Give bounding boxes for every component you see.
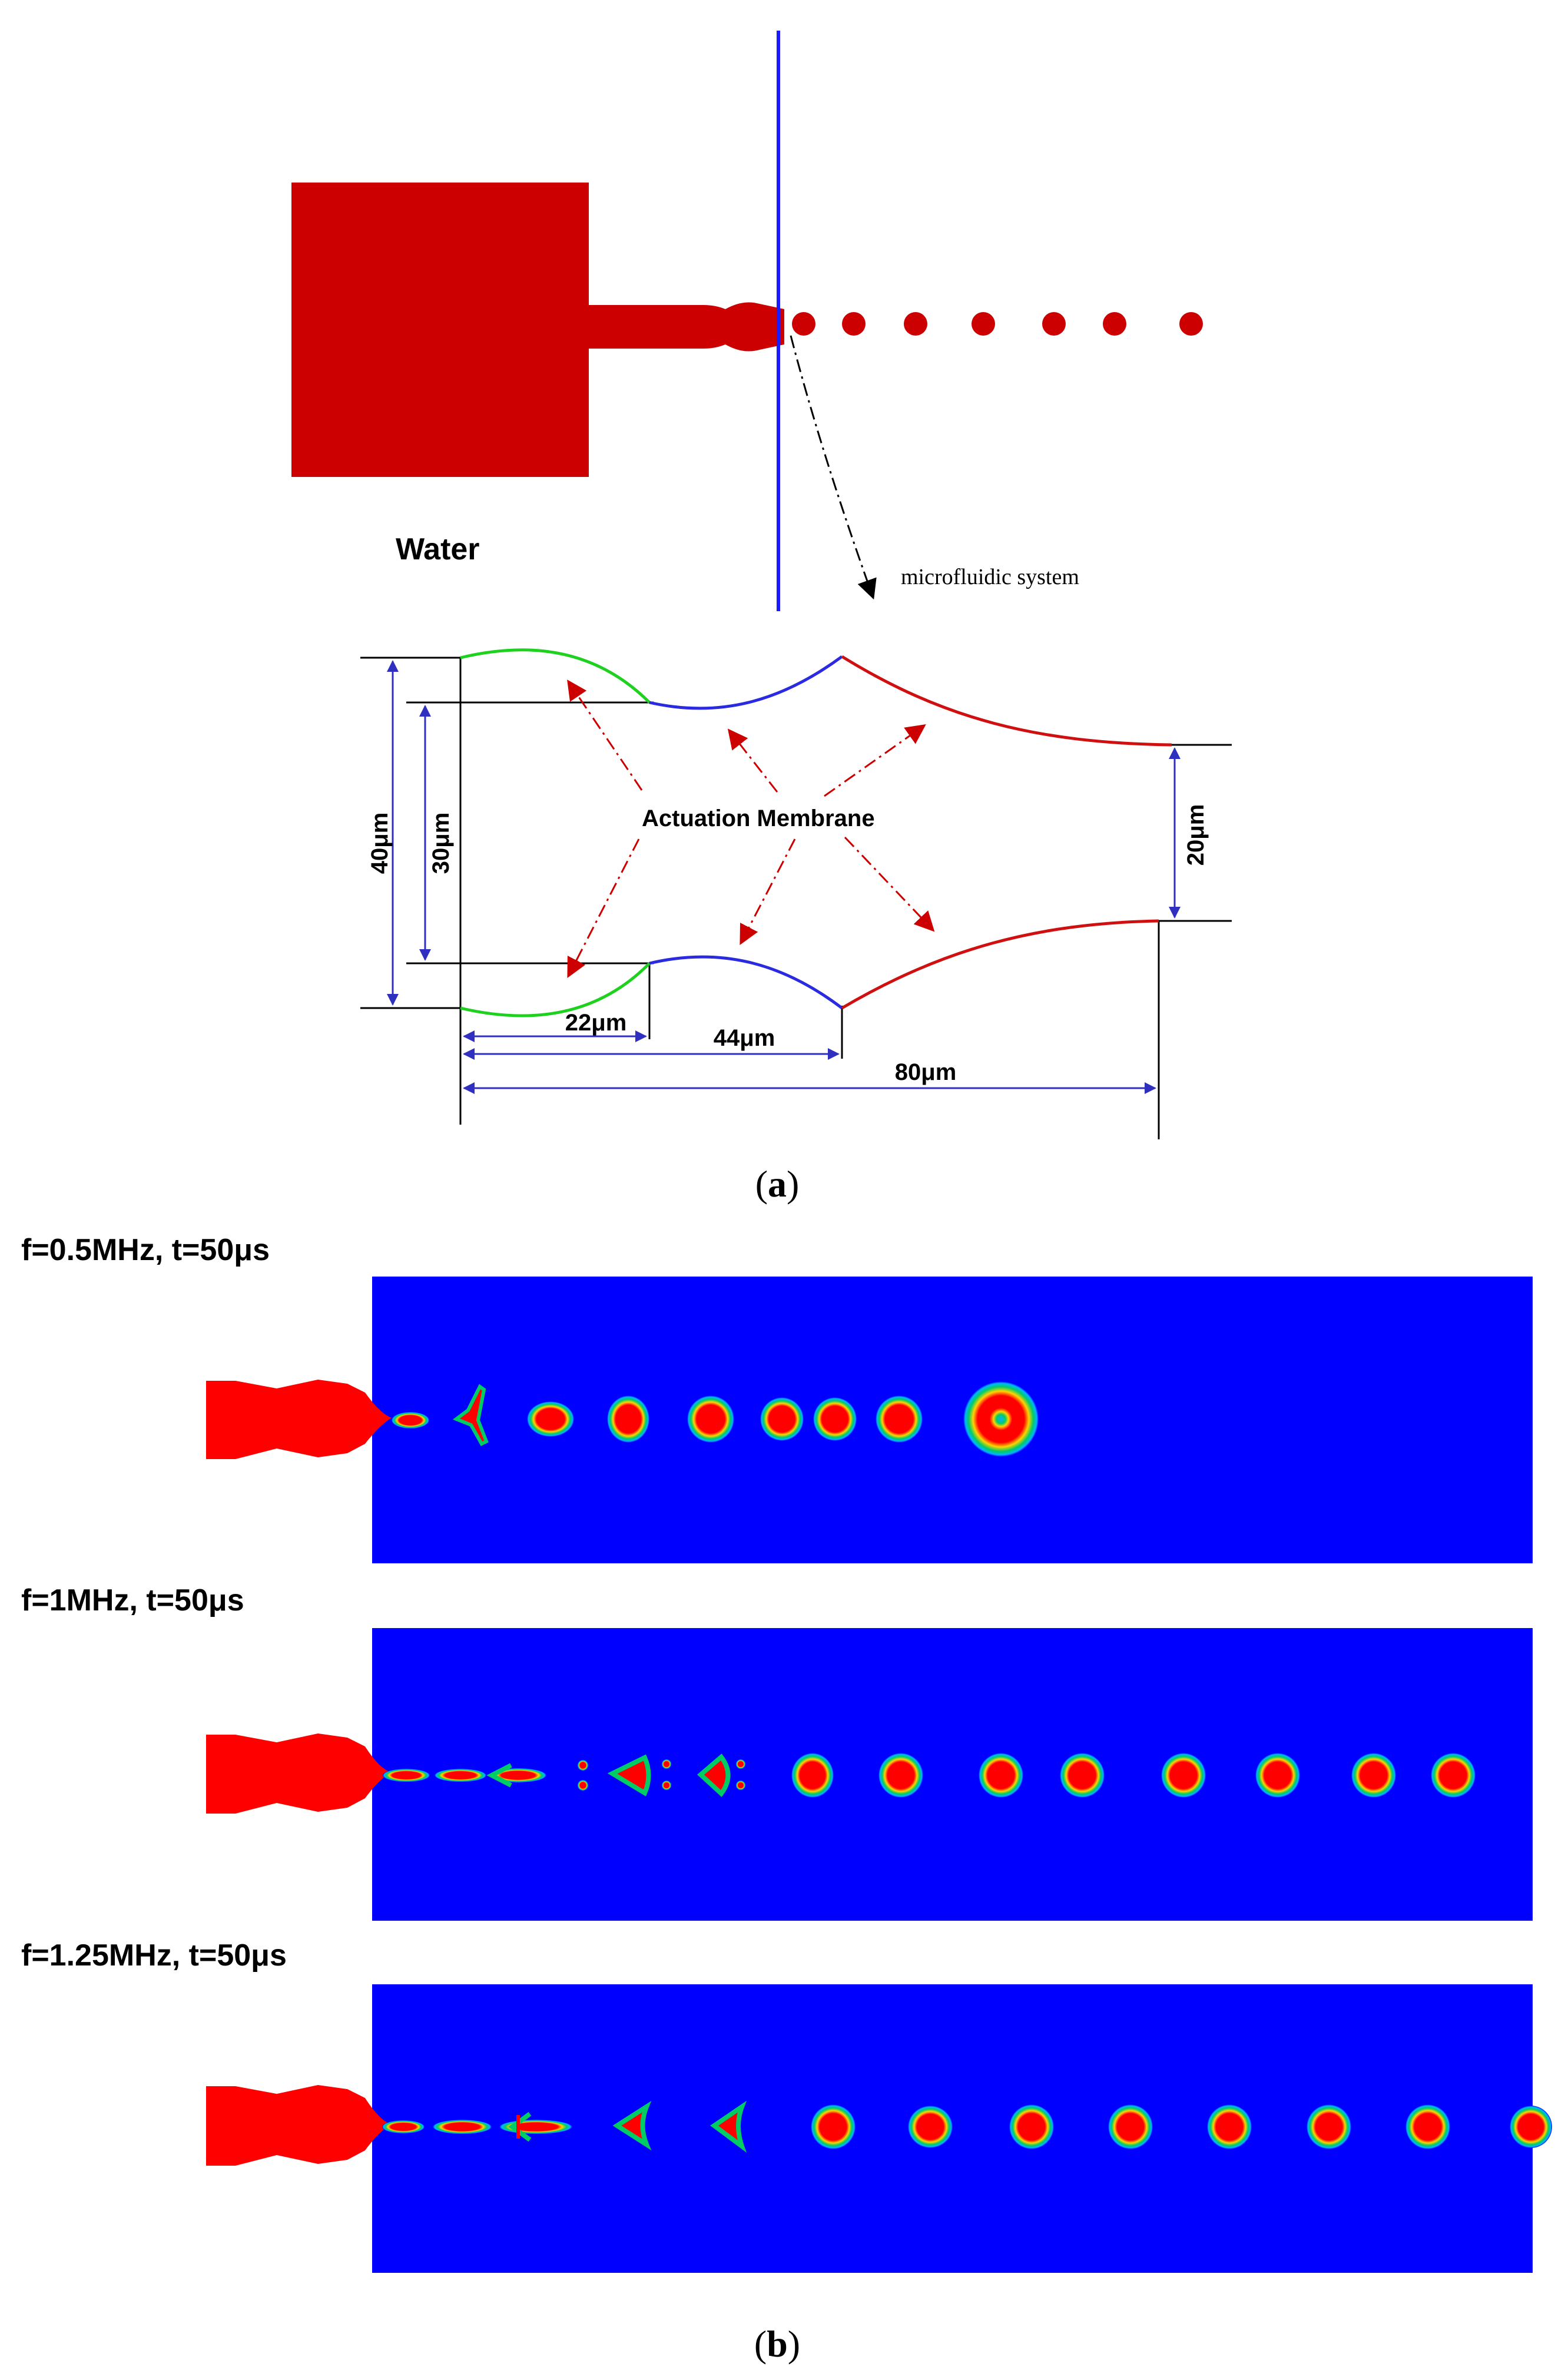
sim-droplet: [1307, 2104, 1351, 2149]
sim-droplet: [433, 2120, 492, 2134]
sim-droplet: [382, 2120, 425, 2133]
sim-droplet: [508, 2111, 532, 2142]
droplet: [842, 312, 866, 336]
simulation-1: f=0.5MHz, t=50μs: [21, 1233, 1533, 1563]
caption-b: (b): [754, 2323, 800, 2365]
droplet: [1103, 312, 1126, 336]
sim-droplet: [1161, 1753, 1206, 1798]
membrane-top-middle: [649, 655, 843, 710]
sim-droplet: [662, 1759, 671, 1769]
sim-droplet: [392, 1412, 429, 1428]
sim-droplet: [811, 2104, 856, 2149]
sim-droplet: [1009, 2104, 1054, 2149]
sim-droplet: [383, 1769, 430, 1782]
dim-44-label: 44μm: [714, 1025, 775, 1051]
sim-droplet: [490, 1768, 546, 1782]
arrow-bottom-inlet: [567, 838, 640, 979]
membrane-geometry: [360, 648, 1232, 1139]
water-reservoir: [291, 183, 589, 477]
panel-a: Water microfluidic system: [291, 31, 1232, 1205]
sim-droplet: [662, 1781, 671, 1790]
sim-droplet: [791, 1753, 834, 1798]
sim-droplet: [612, 2100, 652, 2151]
caption-a: (a): [755, 1163, 800, 1205]
panel-b: f=0.5MHz, t=50μs f=1MHz, t=50μs: [21, 1233, 1552, 2365]
sim-droplet: [578, 1760, 588, 1771]
sim-2-label: f=1MHz, t=50μs: [21, 1583, 244, 1617]
sim-droplet-ring: [963, 1381, 1039, 1457]
actuation-membrane-label: Actuation Membrane: [642, 806, 875, 831]
sim-2-nozzle: [206, 1733, 392, 1814]
simulation-2: f=1MHz, t=50μs: [21, 1583, 1533, 1921]
membrane-bottom-outlet: [841, 919, 1159, 1010]
sim-1-nozzle: [206, 1380, 392, 1459]
sim-droplet: [1207, 2104, 1252, 2149]
sim-3-droplets: [382, 2100, 1552, 2153]
dim-20-label: 20μm: [1183, 804, 1209, 866]
callout-arrow: [790, 335, 877, 600]
dim-22-label: 22μm: [565, 1010, 627, 1036]
droplet: [792, 312, 815, 336]
sim-2-domain: [372, 1628, 1533, 1921]
actuation-arrows: [567, 679, 935, 979]
sim-droplet: [979, 1753, 1023, 1798]
arrow-bottom-middle: [740, 838, 796, 946]
droplet: [904, 312, 927, 336]
sim-droplet: [452, 1384, 489, 1446]
sim-2-droplets: [383, 1753, 1476, 1798]
sim-droplet: [876, 1395, 923, 1443]
dim-30-label: 30μm: [428, 813, 454, 874]
sim-droplet: [607, 1395, 649, 1443]
droplet: [1179, 312, 1203, 336]
droplet: [1042, 312, 1066, 336]
sim-droplet: [1510, 2106, 1552, 2148]
sim-droplet: [527, 1401, 574, 1437]
sim-droplet: [908, 2106, 953, 2148]
dimension-labels: 40μm 30μm 20μm 22μm 44μm 80μm: [367, 804, 1209, 1085]
sim-droplet: [435, 1769, 486, 1782]
nozzle-channel: [589, 302, 784, 352]
droplet: [972, 312, 995, 336]
sim-droplet: [1108, 2104, 1153, 2149]
sim-droplet: [1255, 1753, 1300, 1798]
sim-3-nozzle: [206, 2085, 392, 2166]
membrane-bottom-middle: [649, 955, 843, 1009]
sim-3-label: f=1.25MHz, t=50μs: [21, 1938, 287, 1973]
sim-droplet: [736, 1759, 745, 1769]
ejected-droplets: [792, 312, 1203, 336]
sim-droplet: [697, 1753, 731, 1797]
sim-droplet: [710, 2100, 747, 2153]
sim-droplet: [1405, 2104, 1450, 2149]
sim-droplet: [1060, 1753, 1105, 1798]
sim-droplet: [607, 1754, 651, 1796]
dim-80-label: 80μm: [895, 1059, 957, 1085]
arrow-bottom-outlet: [844, 836, 935, 932]
sim-droplet: [736, 1781, 745, 1790]
membrane-top-inlet: [460, 648, 651, 704]
sim-1-droplets: [392, 1381, 1039, 1457]
simulation-3: f=1.25MHz, t=50μs: [21, 1938, 1552, 2273]
dim-40-label: 40μm: [367, 813, 393, 874]
arrow-top-outlet: [824, 724, 926, 797]
sim-droplet: [813, 1397, 857, 1441]
arrow-top-inlet: [567, 679, 643, 791]
sim-droplet: [486, 1763, 512, 1788]
arrow-top-middle: [727, 728, 778, 793]
sim-droplet: [1431, 1753, 1476, 1798]
sim-droplet: [1351, 1753, 1396, 1798]
sim-droplet: [578, 1780, 588, 1791]
membrane-bottom-inlet: [460, 962, 651, 1017]
sim-droplet: [760, 1397, 804, 1441]
sim-1-label: f=0.5MHz, t=50μs: [21, 1233, 270, 1267]
sim-droplet: [878, 1753, 923, 1798]
microfluidic-system-label: microfluidic system: [901, 565, 1079, 589]
dimension-lines: [387, 660, 1181, 1094]
water-label: Water: [396, 532, 480, 566]
sim-droplet: [687, 1395, 734, 1443]
membrane-top-outlet: [841, 655, 1172, 747]
